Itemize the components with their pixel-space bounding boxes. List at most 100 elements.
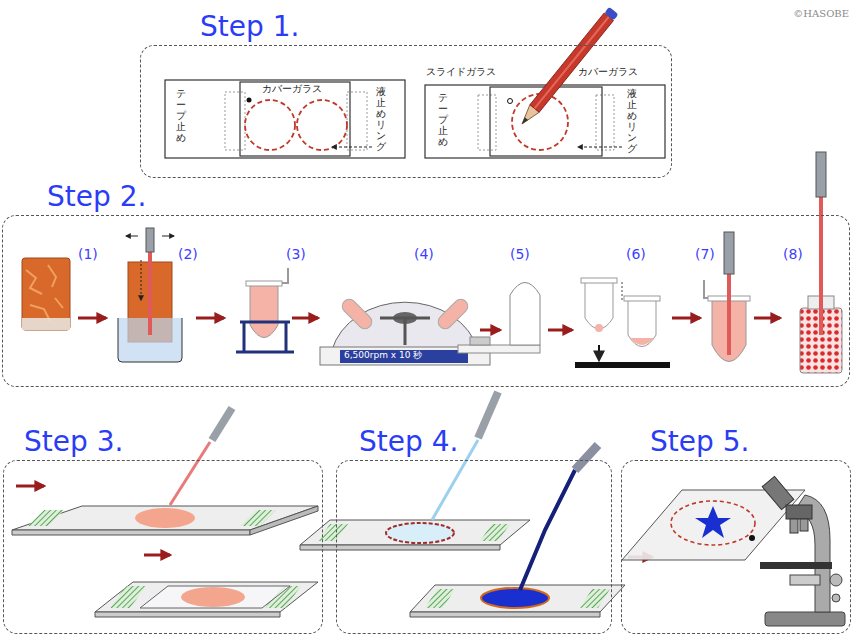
sample-bag xyxy=(22,258,70,330)
pencil-part xyxy=(520,117,528,125)
step4-slides-part xyxy=(481,588,549,608)
vial-and-pipette xyxy=(800,152,842,373)
step4-slides-part xyxy=(575,445,598,470)
slide-glass-left-part xyxy=(247,98,252,103)
step3-slides-part xyxy=(212,408,232,440)
slide-glass-left-part xyxy=(332,147,372,148)
callout-number: (1) xyxy=(78,246,98,263)
step3-slides-part xyxy=(12,530,250,535)
beaker-and-pipette-part xyxy=(141,260,142,300)
vial-and-pipette-part xyxy=(816,152,826,197)
step-panel: Step 5. xyxy=(621,460,851,634)
step-heading: Step 4. xyxy=(357,425,460,459)
part-name: 液止めリング xyxy=(627,88,637,154)
tube-and-pipette-part xyxy=(727,272,731,355)
centrifuge-part xyxy=(380,317,430,320)
step5-microscope-part xyxy=(749,535,755,541)
step-panel: Step 1. xyxy=(140,45,672,178)
slide-glass-right-part xyxy=(508,99,513,104)
tube-tapping-part xyxy=(581,278,617,283)
step4-slides-part xyxy=(478,392,498,438)
step4-slides-part xyxy=(580,589,610,608)
step-heading: Step 2. xyxy=(45,180,148,214)
step4-slides-part xyxy=(480,524,510,541)
speed-label: 6,500rpm x 10 秒 xyxy=(344,350,422,361)
callout-number: (3) xyxy=(286,246,306,263)
step4-slides-part xyxy=(410,612,600,617)
step5-microscope-part xyxy=(760,562,832,569)
step3-slides-part xyxy=(140,586,290,608)
step3-slides-part xyxy=(110,586,146,608)
callout-number: (6) xyxy=(626,246,646,263)
step5-microscope xyxy=(622,476,845,626)
slide-glass-left-part xyxy=(297,100,347,150)
flow-arrows-part xyxy=(754,317,780,320)
tube-tapping-part xyxy=(575,362,670,368)
part-name: 液止めリング xyxy=(376,86,386,152)
step3-slides-part xyxy=(170,442,210,505)
centrifuge-part xyxy=(339,296,374,331)
step-heading: Step 3. xyxy=(22,425,125,459)
beaker-and-pipette xyxy=(118,228,182,362)
tube-tapping-part xyxy=(595,324,603,332)
closed-tube-part xyxy=(470,337,490,345)
sample-bag-part xyxy=(22,258,70,330)
part-name: スライドガラス xyxy=(426,66,496,78)
tube-in-rack xyxy=(236,268,294,352)
step4-slides-part xyxy=(386,523,454,543)
flow-arrows-part xyxy=(196,317,224,320)
centrifuge-part xyxy=(340,350,468,363)
step3-slides-part xyxy=(135,508,195,528)
slide-glass-right-part xyxy=(478,95,496,150)
step5-microscope-part xyxy=(695,506,731,538)
step3-slides-part xyxy=(181,587,245,607)
pencil-part xyxy=(530,13,614,112)
slide-glass-right-part xyxy=(596,95,614,150)
flow-arrows-part xyxy=(548,329,572,332)
pencil-part xyxy=(535,17,609,109)
step3-slides-part xyxy=(144,554,170,557)
part-name: カバーガラス xyxy=(578,66,638,78)
flow-arrows xyxy=(78,318,780,330)
closed-tube xyxy=(458,283,540,354)
watermark: ©HASOBE xyxy=(793,8,849,20)
callout-number: (8) xyxy=(783,246,803,263)
step5-microscope-part xyxy=(790,519,798,533)
step-heading: Step 5. xyxy=(648,425,751,459)
part-name: テープ止め xyxy=(176,88,186,143)
flow-arrows-part xyxy=(480,329,500,332)
sample-bag-part xyxy=(26,265,63,321)
closed-tube-part xyxy=(510,283,540,346)
slide-glass-right-part xyxy=(578,147,622,148)
slide-glass-left-part xyxy=(225,92,245,150)
centrifuge-part xyxy=(435,296,470,331)
callout-number: (5) xyxy=(510,246,530,263)
step-panel: Step 2. xyxy=(2,215,850,387)
slide-glass-left-part xyxy=(165,80,405,158)
step3-slides xyxy=(12,408,318,617)
step4-slides-part xyxy=(300,545,500,550)
tube-tapping-part xyxy=(624,296,660,301)
step5-microscope-part xyxy=(765,612,845,626)
step5-microscope-part xyxy=(786,505,812,519)
tube-tapping-part xyxy=(585,282,613,329)
step4-slides-part xyxy=(425,589,455,608)
beaker-and-pipette-part xyxy=(162,236,174,237)
step-panel: Step 3. xyxy=(3,460,323,634)
beaker-and-pipette-part xyxy=(148,250,152,335)
slide-glass-left-part xyxy=(245,100,295,150)
tube-tapping-part xyxy=(628,300,656,347)
part-name: カバーガラス xyxy=(262,83,322,95)
step5-microscope-part xyxy=(790,575,820,585)
flow-arrows-part xyxy=(78,317,106,320)
step3-slides-part xyxy=(95,582,318,612)
callout-number: (2) xyxy=(178,246,198,263)
beaker-and-pipette-part xyxy=(126,236,138,237)
step5-microscope-part xyxy=(671,501,755,545)
vial-and-pipette-part xyxy=(819,195,823,335)
pencil-part xyxy=(604,7,618,21)
step5-microscope-part xyxy=(830,574,842,586)
tube-in-rack-part xyxy=(250,285,278,338)
beaker-and-pipette-part xyxy=(146,228,154,252)
